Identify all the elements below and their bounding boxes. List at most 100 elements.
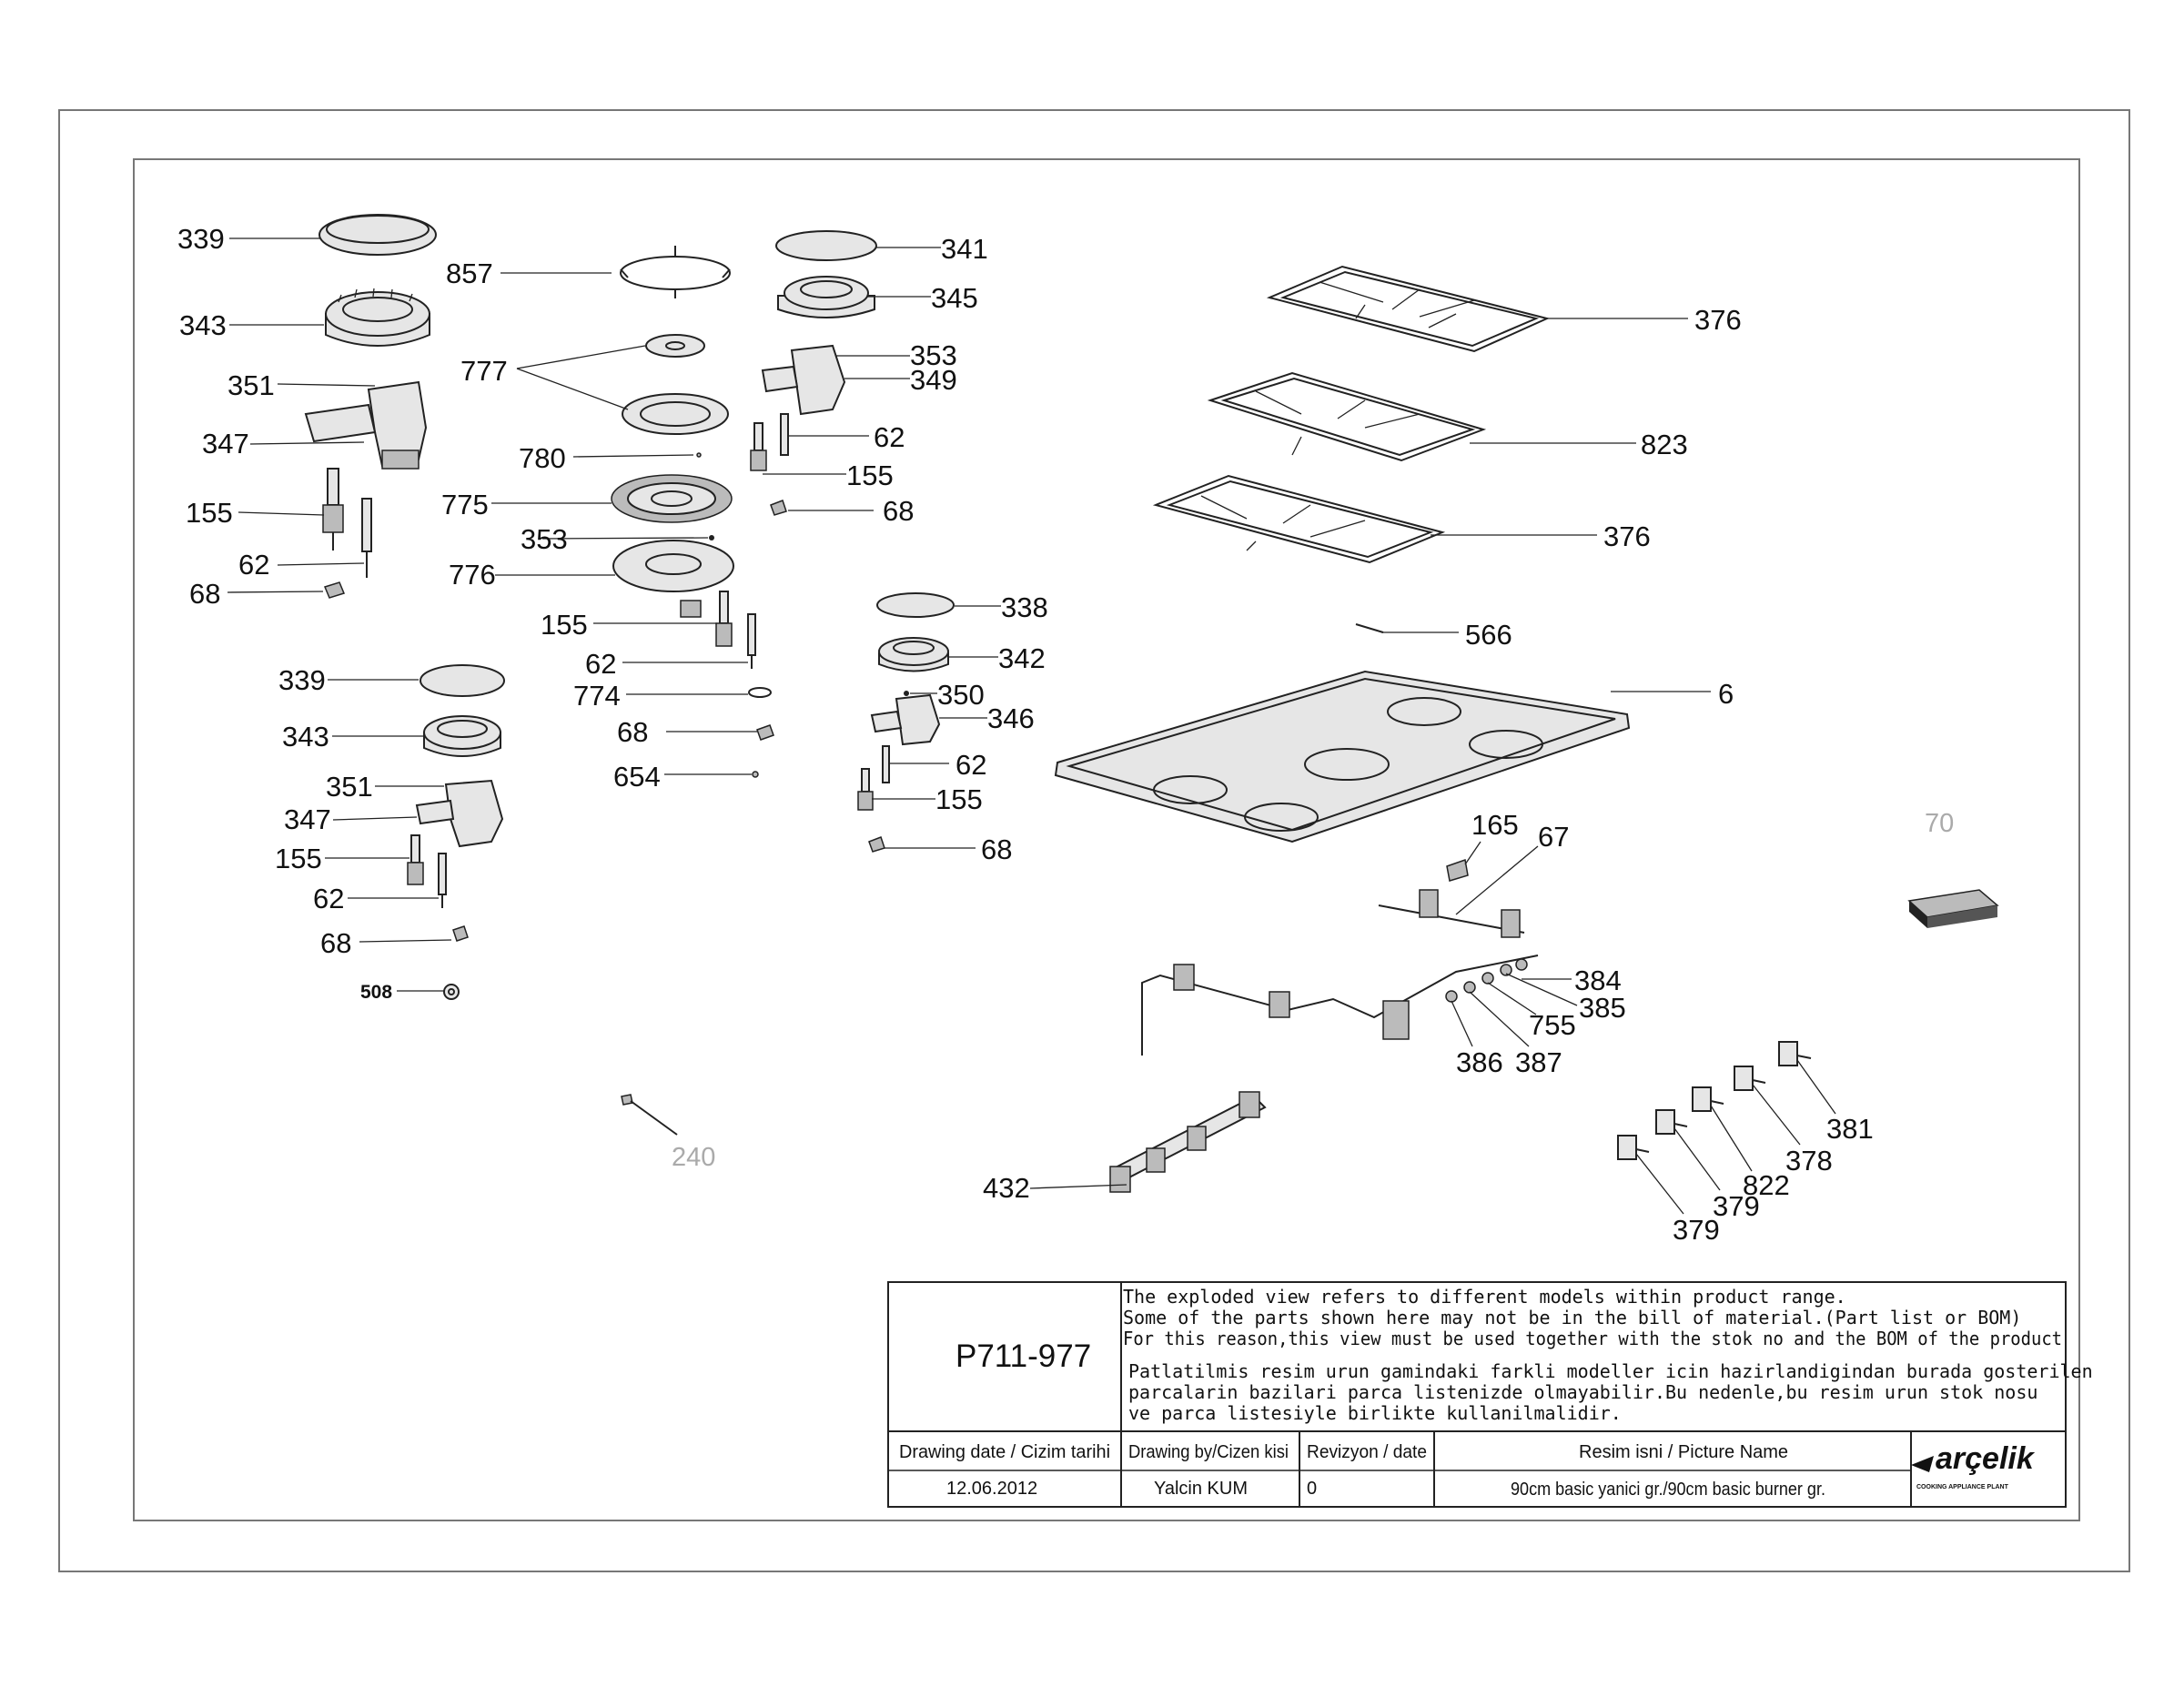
burner-head-775 — [611, 474, 733, 523]
callout-351: 351 — [326, 771, 373, 803]
injector-155-right-a — [750, 422, 767, 471]
clip-68-right-b — [868, 836, 885, 853]
callout-774: 774 — [573, 680, 621, 712]
value-drawing-by: Yalcin KUM — [1154, 1479, 1248, 1499]
burner-cap-339-lower-left — [420, 664, 505, 697]
burner-base-347-top-left — [304, 380, 428, 470]
callout-62: 62 — [585, 648, 616, 680]
callout-654: 654 — [613, 761, 661, 793]
header-drawing-by: Drawing by/Cizen kisi — [1128, 1442, 1289, 1462]
burner-head-343-top-left — [325, 288, 430, 347]
spark-plug-62-lower-left — [438, 853, 447, 908]
callout-347: 347 — [202, 428, 249, 460]
note-tr-line-3: ve parca listesiyle birlikte kullanilmal… — [1128, 1402, 1622, 1424]
note-en-line-1: The exploded view refers to different mo… — [1123, 1286, 1846, 1308]
callout-379: 379 — [1673, 1214, 1720, 1246]
callout-376: 376 — [1694, 304, 1742, 336]
callout-386: 386 — [1456, 1046, 1503, 1078]
note-en-line-3: For this reason,this view must be used t… — [1123, 1328, 2062, 1349]
callout-353: 353 — [521, 523, 568, 555]
callout-780: 780 — [519, 442, 566, 474]
callout-566: 566 — [1465, 619, 1512, 651]
callout-68: 68 — [617, 716, 648, 748]
injector-155-center — [715, 591, 733, 647]
burner-cap-341 — [775, 230, 877, 261]
callout-155: 155 — [935, 783, 983, 815]
callout-155: 155 — [846, 460, 894, 491]
callout-62: 62 — [238, 549, 269, 581]
callout-62: 62 — [874, 421, 905, 453]
burner-base-349 — [761, 344, 846, 416]
burner-head-342 — [878, 637, 949, 672]
callout-67: 67 — [1538, 821, 1569, 853]
callout-342: 342 — [998, 642, 1046, 674]
callout-384: 384 — [1574, 965, 1622, 996]
callout-353: 353 — [910, 339, 957, 371]
callout-385: 385 — [1579, 992, 1626, 1024]
injector-155-top-left — [322, 468, 344, 551]
ring-777-large — [622, 393, 729, 435]
drawing-code: P711-977 — [956, 1338, 1091, 1374]
callout-777: 777 — [460, 355, 508, 387]
callout-378: 378 — [1785, 1145, 1833, 1177]
cable-240 — [621, 1094, 678, 1136]
clip-68-top-left — [323, 581, 346, 599]
header-drawing-date: Drawing date / Cizim tarihi — [899, 1442, 1110, 1462]
callout-155: 155 — [541, 609, 588, 641]
note-tr-line-2: parcalarin bazilari parca listenizde olm… — [1128, 1381, 2037, 1403]
module-70 — [1907, 889, 1999, 928]
valves-384-385-755 — [1445, 958, 1528, 1003]
pan-support-823 — [1207, 371, 1487, 462]
pan-support-376-top — [1266, 265, 1551, 353]
callout-240: 240 — [672, 1143, 715, 1172]
callout-376: 376 — [1603, 520, 1651, 552]
callout-68: 68 — [883, 495, 914, 527]
hob-top-plate-6 — [1054, 670, 1631, 844]
spark-plug-62-right-a — [780, 413, 789, 456]
callout-755: 755 — [1529, 1009, 1576, 1041]
clip-68-lower-left — [452, 925, 469, 942]
value-drawing-date: 12.06.2012 — [946, 1479, 1037, 1499]
spark-plug-62-center — [747, 613, 756, 669]
callout-62: 62 — [313, 883, 344, 914]
callout-68: 68 — [189, 578, 220, 610]
knob-switch-379-lower — [1617, 1135, 1650, 1160]
callout-343: 343 — [179, 309, 227, 341]
pan-support-857 — [620, 246, 731, 298]
outer-frame — [58, 109, 2130, 1572]
callout-345: 345 — [931, 282, 978, 314]
injector-155-right-b — [857, 768, 874, 811]
callout-775: 775 — [441, 489, 489, 520]
callout-857: 857 — [446, 258, 493, 289]
callout-165: 165 — [1471, 809, 1519, 841]
callout-381: 381 — [1826, 1113, 1874, 1145]
callout-432: 432 — [983, 1172, 1030, 1204]
callout-379: 379 — [1713, 1190, 1760, 1222]
callout-346: 346 — [987, 702, 1035, 734]
o-ring-774 — [748, 687, 772, 698]
gas-pipe-67 — [1141, 889, 1539, 1056]
burner-cap-339-top-left — [318, 214, 437, 256]
value-picture-name: 90cm basic yanici gr./90cm basic burner … — [1511, 1480, 1825, 1500]
callout-351: 351 — [228, 369, 275, 401]
callout-508: 508 — [360, 982, 392, 1003]
inner-frame — [133, 158, 2080, 1521]
screw-350 — [904, 691, 909, 696]
callout-349: 349 — [910, 364, 957, 396]
screw-780 — [696, 452, 702, 458]
callout-155: 155 — [186, 497, 233, 529]
ignition-rail-432 — [1109, 1091, 1267, 1193]
burner-head-345 — [777, 276, 875, 318]
clip-68-right-a — [770, 500, 787, 516]
brand-name: arçelik — [1936, 1441, 2036, 1476]
burner-cap-338 — [876, 592, 955, 618]
burner-base-776 — [612, 540, 734, 618]
burner-base-347-lower-left — [415, 779, 504, 848]
callout-387: 387 — [1515, 1046, 1562, 1078]
spark-plug-62-top-left — [361, 498, 372, 578]
leader-lines — [227, 237, 1836, 1215]
note-tr-line-1: Patlatilmis resim urun gamindaki farkli … — [1128, 1360, 2093, 1382]
callout-338: 338 — [1001, 591, 1048, 623]
nut-508 — [443, 984, 460, 1000]
callout-68: 68 — [981, 833, 1012, 865]
